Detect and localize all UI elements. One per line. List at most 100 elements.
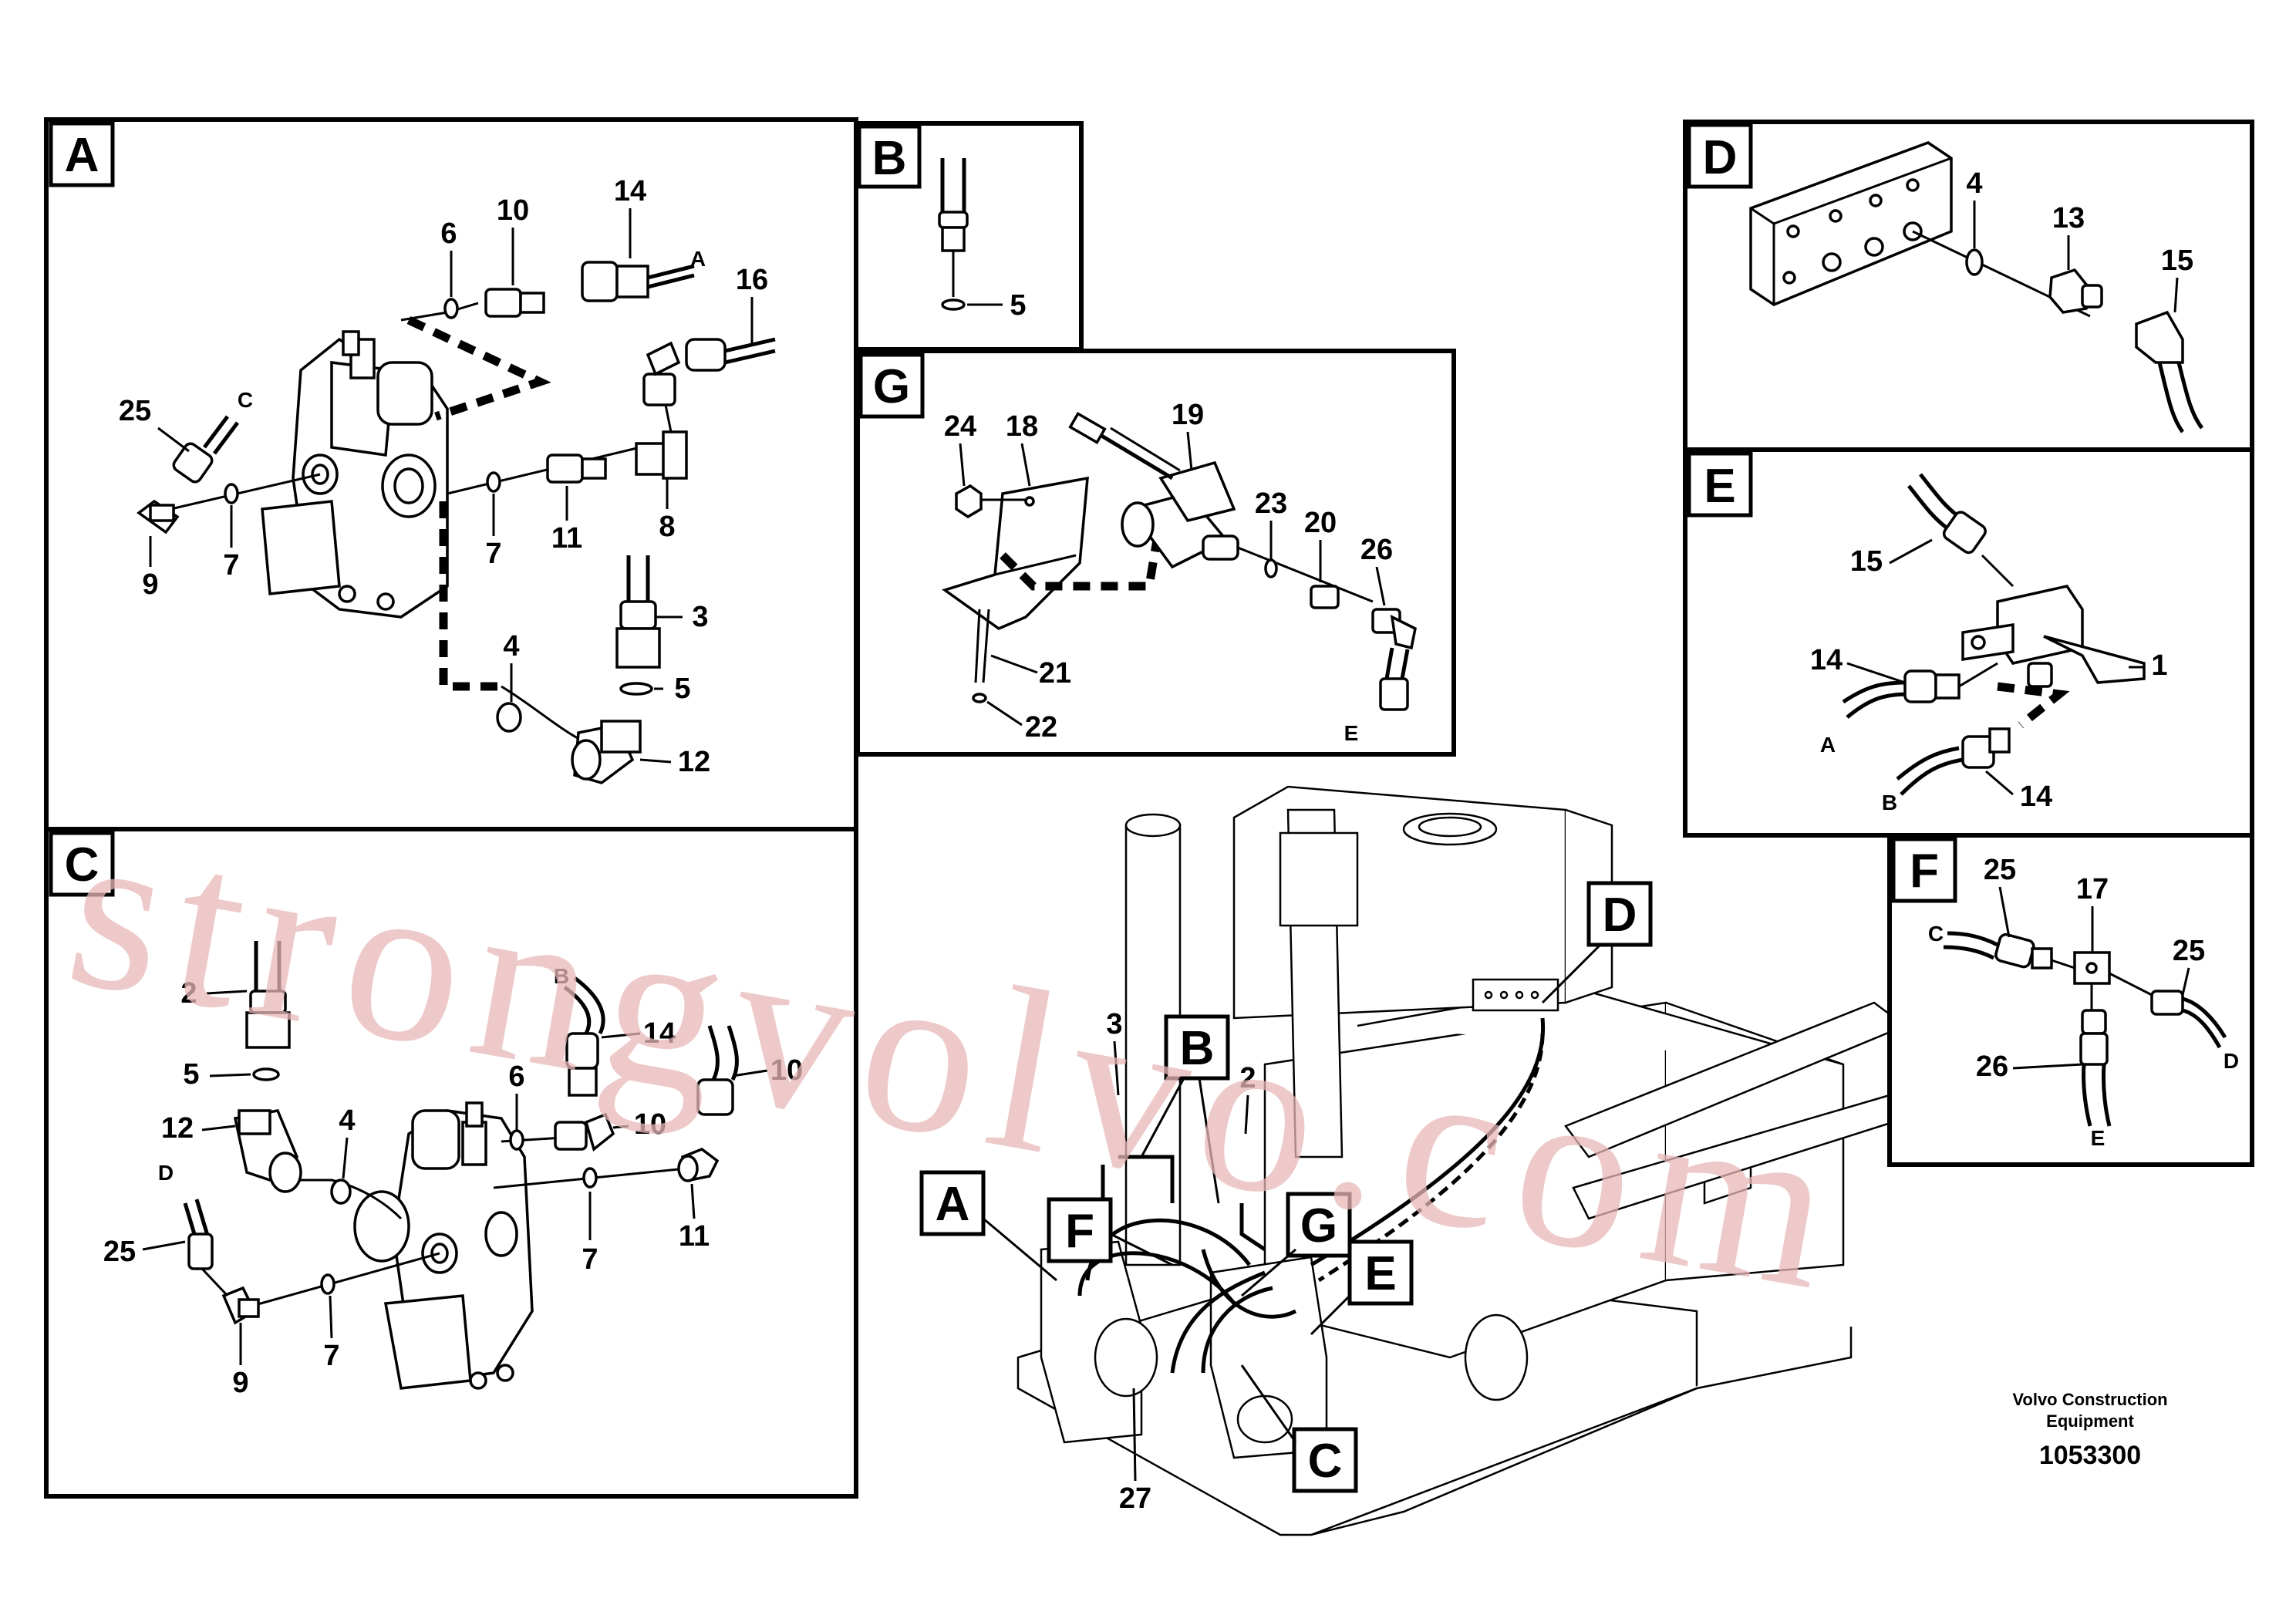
panel-g-callout-19: 19 <box>1172 399 1204 431</box>
panel-c-callout-12: 12 <box>161 1112 194 1145</box>
panel-c-callout-10-right: 10 <box>770 1054 803 1087</box>
overview-tag-a: A <box>936 1178 970 1231</box>
panel-a: A <box>44 117 858 831</box>
overview-tag-c: C <box>1308 1435 1343 1488</box>
adapter-10-left <box>554 1112 615 1152</box>
panel-a-callout-4: 4 <box>503 630 519 663</box>
fitting <box>938 211 969 229</box>
overview-tag-b: B <box>1180 1022 1215 1075</box>
hose-25-right <box>2150 990 2227 1049</box>
panel-d-callout-13: 13 <box>2052 202 2085 234</box>
hose-15 <box>1907 473 2014 588</box>
panel-a-callout-7-left: 7 <box>223 549 239 582</box>
overview-tag-e-box <box>1347 1239 1414 1306</box>
overview-tag-g-box <box>1286 1192 1352 1258</box>
o-ring-7-right <box>582 1167 598 1189</box>
panel-a-callout-16: 16 <box>736 264 768 296</box>
overview-tag-c-box <box>1292 1427 1358 1493</box>
overview-tag-a-box <box>919 1170 986 1236</box>
panel-c-callout-7-right: 7 <box>582 1243 598 1276</box>
adapter-11 <box>677 1148 720 1182</box>
footer-drawing-number: 1053300 <box>2039 1441 2141 1470</box>
elbow-12 <box>233 1109 302 1193</box>
footer-company-line1: Volvo Construction <box>2012 1390 2167 1409</box>
screw-24 <box>955 484 983 519</box>
elbow-12 <box>571 720 642 784</box>
panel-a-callout-3: 3 <box>692 601 708 633</box>
overview-tag-d: D <box>1603 889 1637 942</box>
overview-tag-g: G <box>1300 1199 1337 1253</box>
panel-g-callout-20: 20 <box>1304 507 1337 539</box>
o-ring-7-left <box>320 1273 335 1295</box>
panel-b-tag: B <box>872 132 907 185</box>
panel-c-tag: C <box>65 838 99 892</box>
panel-a-tag: A <box>65 129 99 182</box>
panel-c-callout-10-left: 10 <box>634 1108 666 1141</box>
panel-c-callout-D: D <box>158 1161 174 1185</box>
hose-14 <box>563 976 605 1097</box>
panel-g-tag-box <box>858 352 925 419</box>
dashed-link-e <box>1997 682 2070 729</box>
panel-c-callout-14: 14 <box>643 1017 676 1050</box>
panel-e-callout-14-lower: 14 <box>2020 781 2052 813</box>
panel-e: E 15 14 1 <box>1683 447 2254 838</box>
elbow-26 <box>1371 608 1417 711</box>
panel-a-callout-12: 12 <box>678 746 710 778</box>
panel-a-callout-25: 25 <box>119 395 151 427</box>
footer-company-line2: Equipment <box>2046 1411 2134 1431</box>
hose-25-left <box>1943 931 2075 969</box>
hose-15 <box>2135 310 2204 433</box>
panel-c-callout-7-left: 7 <box>323 1340 339 1372</box>
panel-f-tag: F <box>1910 845 1939 898</box>
hose-25 <box>183 1199 229 1297</box>
overview-callout-27: 27 <box>1119 1482 1151 1515</box>
overview-callout-2: 2 <box>1239 1062 1256 1094</box>
panel-d-callout-4: 4 <box>1966 167 1982 200</box>
control-valve <box>261 330 449 619</box>
panel-a-callout-14: 14 <box>614 175 646 207</box>
panel-c-callout-B: B <box>554 964 569 988</box>
panel-g-callout-22: 22 <box>1025 711 1057 744</box>
overview-callout-3: 3 <box>1106 1008 1122 1040</box>
overview-tag-f-box <box>1047 1197 1113 1263</box>
panel-c-callout-11: 11 <box>679 1220 710 1253</box>
adapter <box>2027 662 2053 688</box>
panel-f-callout-26: 26 <box>1976 1050 2008 1083</box>
panel-e-tag-box <box>1687 451 1753 518</box>
panel-g-tag: G <box>873 360 910 413</box>
panel-b-tag-box <box>857 124 922 189</box>
panel-f-callout-C: C <box>1928 922 1944 946</box>
panel-d-tag-box <box>1687 123 1753 189</box>
panel-c-tag-box <box>49 831 115 897</box>
overview-tag-f: F <box>1065 1205 1094 1258</box>
panel-f-callout-E: E <box>2091 1126 2106 1150</box>
washer-22 <box>972 693 987 703</box>
overview-tag-e: E <box>1364 1247 1396 1300</box>
panel-g-callout-21: 21 <box>1039 657 1071 690</box>
panel-e-callout-A: A <box>1820 733 1836 757</box>
o-ring-7-right <box>486 471 501 493</box>
hose-2 <box>245 941 291 1049</box>
overview-tag-d-box <box>1586 881 1653 947</box>
o-ring-6 <box>443 298 459 319</box>
o-ring-5 <box>619 682 653 696</box>
control-valve <box>353 1101 534 1390</box>
panel-f-callout-25-left: 25 <box>1984 854 2016 886</box>
panel-b-callout-5: 5 <box>1010 289 1026 322</box>
panel-g-callout-24: 24 <box>944 410 976 443</box>
panel-c-callout-5: 5 <box>183 1058 199 1091</box>
panel-g: G <box>855 349 1456 757</box>
tee-8 <box>635 393 688 480</box>
panel-g-callout-E: E <box>1344 721 1359 745</box>
panel-e-callout-14-upper: 14 <box>1810 644 1843 676</box>
panel-c-callout-9: 9 <box>232 1367 248 1399</box>
panel-c-callout-6: 6 <box>508 1061 524 1093</box>
elbow-9 <box>221 1286 260 1325</box>
panel-g-callout-26: 26 <box>1360 534 1393 566</box>
screw-21 <box>982 609 990 683</box>
panel-g-callout-18: 18 <box>1006 410 1038 443</box>
panel-f-tag-box <box>1891 837 1957 903</box>
panel-f-callout-D: D <box>2224 1049 2239 1073</box>
o-ring-4 <box>330 1179 352 1205</box>
